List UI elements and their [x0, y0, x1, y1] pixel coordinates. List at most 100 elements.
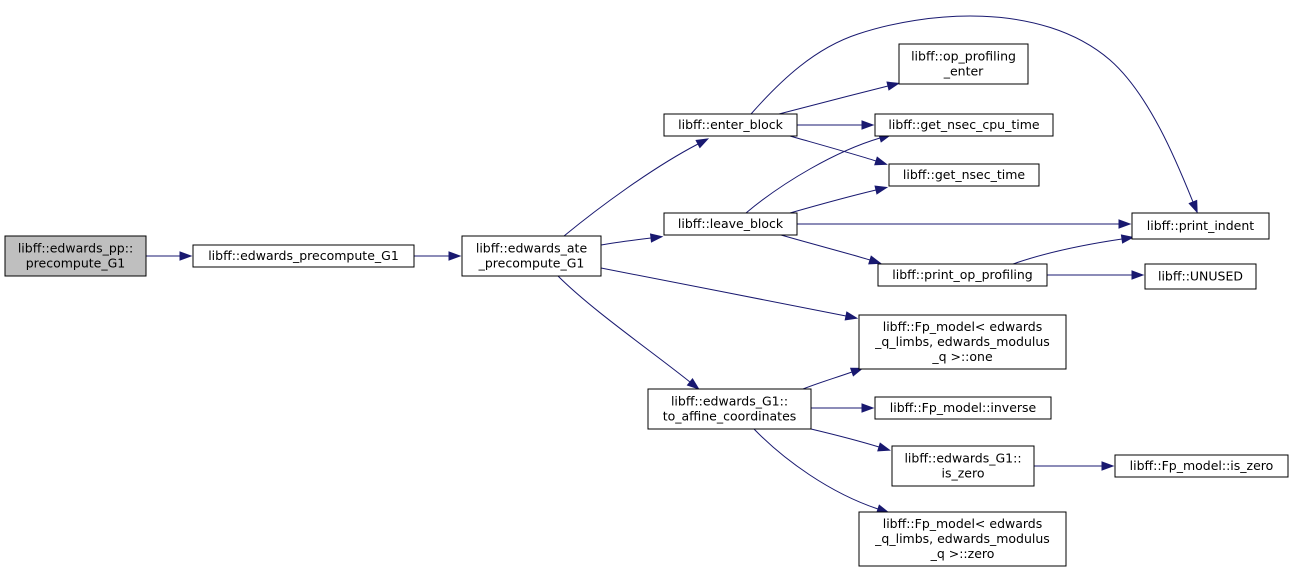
- node-label: libff::edwards_precompute_G1: [208, 248, 399, 263]
- edge-g1_is_zero-to-fp_is_zero: [1034, 461, 1115, 471]
- node-fp_is_zero[interactable]: libff::Fp_model::is_zero: [1114, 454, 1289, 478]
- node-unused[interactable]: libff::UNUSED: [1144, 263, 1257, 290]
- arrowhead-icon: [649, 233, 664, 243]
- edge-edwards_ate_precompute_G1-to-fp_one: [600, 267, 859, 321]
- edge-line: [802, 371, 853, 390]
- edge-line: [789, 135, 877, 162]
- node-box[interactable]: [874, 396, 1052, 420]
- node-label: libff::edwards_ate: [476, 241, 588, 256]
- edge-enter_block-to-op_profiling_enter: [778, 81, 901, 115]
- node-label: libff::print_op_profiling: [892, 267, 1033, 282]
- arrowhead-icon: [868, 255, 882, 265]
- edge-line: [778, 85, 889, 115]
- edge-leave_block-to-print_indent: [797, 219, 1132, 229]
- edge-enter_block-to-get_nsec_time: [789, 135, 888, 166]
- node-get_nsec_time[interactable]: libff::get_nsec_time: [888, 163, 1040, 187]
- edge-print_op_profiling-to-unused: [1046, 270, 1145, 280]
- node-box[interactable]: [663, 113, 798, 137]
- node-label: libff::Fp_model< edwards: [883, 516, 1043, 531]
- edge-line: [563, 143, 699, 237]
- node-print_op_profiling[interactable]: libff::print_op_profiling: [877, 263, 1048, 287]
- node-label: to_affine_coordinates: [663, 409, 797, 424]
- edge-line: [745, 137, 881, 214]
- node-label: _q_limbs, edwards_modulus: [874, 531, 1050, 546]
- edge-line: [780, 234, 871, 261]
- arrowhead-icon: [1188, 199, 1198, 214]
- edge-to_affine_coordinates-to-g1_is_zero: [810, 428, 891, 452]
- node-g1_is_zero[interactable]: libff::edwards_G1::is_zero: [891, 445, 1035, 487]
- node-box[interactable]: [1131, 212, 1270, 240]
- node-label: libff::op_profiling: [911, 49, 1016, 64]
- node-edwards_ate_precompute_G1[interactable]: libff::edwards_ate_precompute_G1: [461, 235, 602, 277]
- edge-line: [600, 267, 847, 317]
- node-box[interactable]: [461, 235, 602, 277]
- node-leave_block[interactable]: libff::leave_block: [663, 212, 798, 236]
- node-op_profiling_enter[interactable]: libff::op_profiling_enter: [898, 43, 1029, 85]
- arrowhead-icon: [849, 367, 864, 377]
- node-box[interactable]: [858, 314, 1067, 370]
- arrowhead-icon: [861, 403, 875, 413]
- edge-to_affine_coordinates-to-fp_zero: [753, 428, 890, 514]
- node-box[interactable]: [898, 43, 1029, 85]
- node-edwards_precompute_G1[interactable]: libff::edwards_precompute_G1: [192, 244, 415, 268]
- node-enter_block[interactable]: libff::enter_block: [663, 113, 798, 137]
- edge-enter_block-to-get_nsec_cpu_time: [796, 120, 875, 130]
- edge-edwards_ate_precompute_G1-to-enter_block: [563, 138, 710, 237]
- arrowhead-icon: [1120, 234, 1135, 244]
- node-precompute_G1[interactable]: libff::edwards_pp::precompute_G1: [4, 235, 147, 277]
- node-label: libff::Fp_model::is_zero: [1130, 458, 1274, 473]
- node-fp_one[interactable]: libff::Fp_model< edwards_q_limbs, edward…: [858, 314, 1067, 370]
- node-label: libff::get_nsec_time: [903, 167, 1025, 182]
- edge-edwards_ate_precompute_G1-to-leave_block: [600, 233, 664, 246]
- node-label: libff::enter_block: [678, 117, 783, 132]
- node-fp_zero[interactable]: libff::Fp_model< edwards_q_limbs, edward…: [858, 511, 1067, 567]
- node-box[interactable]: [1114, 454, 1289, 478]
- edge-print_op_profiling-to-print_indent: [1012, 234, 1135, 265]
- edge-line: [789, 189, 877, 214]
- node-box[interactable]: [888, 163, 1040, 187]
- node-label: libff::print_indent: [1147, 218, 1254, 233]
- node-box[interactable]: [647, 388, 812, 430]
- node-to_affine_coordinates[interactable]: libff::edwards_G1::to_affine_coordinates: [647, 388, 812, 430]
- edge-leave_block-to-print_op_profiling: [780, 234, 882, 265]
- node-label: _q >::zero: [930, 546, 995, 561]
- edge-edwards_ate_precompute_G1-to-to_affine_coordinates: [557, 275, 700, 390]
- node-print_indent[interactable]: libff::print_indent: [1131, 212, 1270, 240]
- edge-to_affine_coordinates-to-fp_inverse: [811, 403, 875, 413]
- node-box[interactable]: [192, 244, 415, 268]
- node-fp_inverse[interactable]: libff::Fp_model::inverse: [874, 396, 1052, 420]
- node-box[interactable]: [663, 212, 798, 236]
- edge-line: [1012, 238, 1123, 265]
- node-label: precompute_G1: [26, 256, 126, 271]
- arrowhead-icon: [1101, 461, 1115, 471]
- arrowhead-icon: [695, 138, 710, 149]
- node-label: _precompute_G1: [478, 256, 585, 271]
- node-label: libff::edwards_G1::: [904, 451, 1021, 466]
- node-label: libff::get_nsec_cpu_time: [888, 117, 1039, 132]
- arrowhead-icon: [1118, 219, 1132, 229]
- arrowhead-icon: [179, 251, 193, 261]
- node-box[interactable]: [858, 511, 1067, 567]
- arrowhead-icon: [886, 81, 901, 91]
- node-box[interactable]: [874, 113, 1054, 137]
- edge-line: [557, 275, 691, 383]
- arrowhead-icon: [1131, 270, 1145, 280]
- node-label: _q_limbs, edwards_modulus: [874, 334, 1050, 349]
- edge-line: [810, 428, 880, 448]
- node-box[interactable]: [1144, 263, 1257, 290]
- edge-line: [750, 15, 1194, 203]
- edge-layer: [145, 15, 1198, 514]
- node-get_nsec_cpu_time[interactable]: libff::get_nsec_cpu_time: [874, 113, 1054, 137]
- edge-line: [753, 428, 879, 510]
- edge-enter_block-to-print_indent: [750, 15, 1198, 214]
- node-box[interactable]: [4, 235, 147, 277]
- node-box[interactable]: [891, 445, 1035, 487]
- edge-precompute_G1-to-edwards_precompute_G1: [145, 251, 193, 261]
- arrowhead-icon: [686, 378, 700, 390]
- edge-edwards_precompute_G1-to-edwards_ate_precompute_G1: [413, 251, 462, 261]
- arrowhead-icon: [861, 120, 875, 130]
- edge-leave_block-to-get_nsec_time: [789, 185, 889, 214]
- node-label: _enter: [943, 64, 984, 79]
- node-box[interactable]: [877, 263, 1048, 287]
